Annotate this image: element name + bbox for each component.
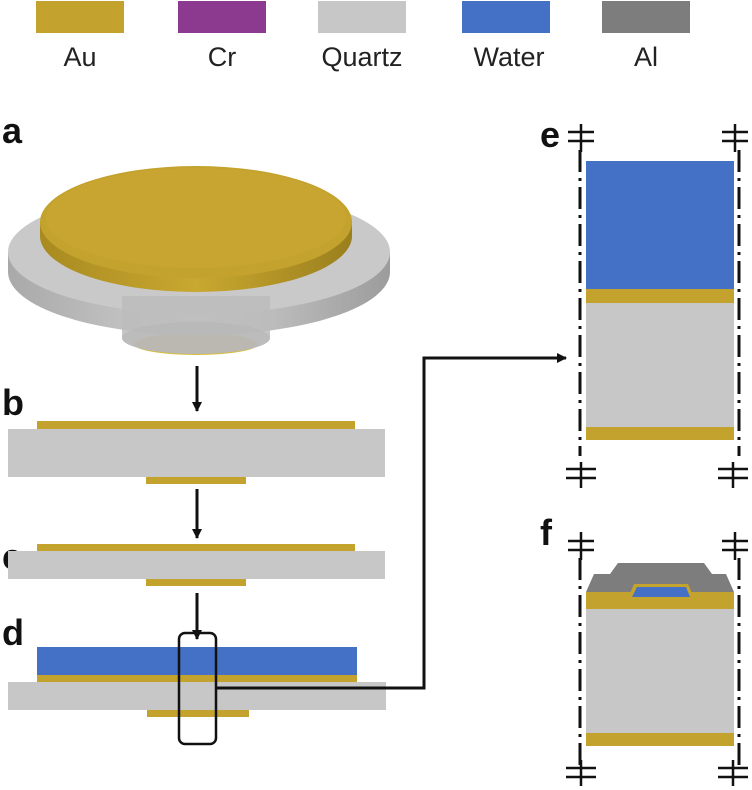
- zoom-connector-arrow: [216, 353, 567, 690]
- legend-label-al: Al: [633, 42, 658, 72]
- panel-c-cross-section: [8, 544, 385, 586]
- panel-label-f: f: [540, 512, 552, 553]
- panel-d-cross-section: [8, 631, 386, 746]
- legend-swatch-cr: [178, 1, 266, 33]
- legend-swatch-water: [462, 1, 550, 33]
- panel-a-quartz-disk: [8, 166, 390, 355]
- panel-label-d: d: [2, 612, 24, 653]
- panel-label-b: b: [2, 382, 24, 423]
- legend-label-quartz: Quartz: [321, 42, 403, 72]
- legend-label-cr: Cr: [207, 42, 237, 72]
- legend-swatch-au: [36, 1, 124, 33]
- legend-swatch-quartz: [318, 1, 406, 33]
- panel-f-zoomed-stack: [566, 532, 748, 786]
- legend-label-water: Water: [473, 42, 545, 72]
- panel-label-a: a: [2, 110, 23, 151]
- panel-label-e: e: [540, 114, 561, 155]
- panel-b-cross-section: [8, 421, 385, 484]
- legend-swatch-al: [602, 1, 690, 33]
- panel-e-zoomed-stack: [566, 124, 748, 488]
- legend-label-au: Au: [63, 42, 97, 72]
